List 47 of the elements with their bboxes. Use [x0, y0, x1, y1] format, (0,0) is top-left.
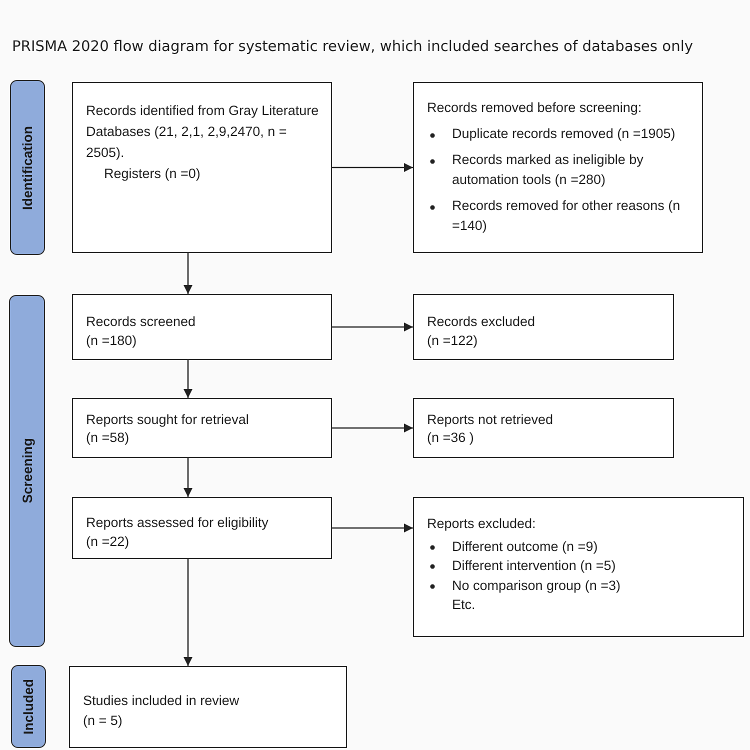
process-box — [69, 666, 347, 748]
phase-label: Included — [21, 678, 36, 734]
list-note: Etc. — [451, 596, 476, 614]
phase-label: Screening — [20, 438, 34, 504]
list-item: Records marked as ineligible by automation tools (n =280) — [452, 151, 644, 189]
box-heading: Reports not retrieved — [427, 411, 554, 429]
process-box — [72, 497, 332, 559]
arrow — [184, 458, 192, 497]
process-box — [72, 294, 332, 360]
process-box — [413, 497, 744, 637]
list-item: No comparison group (n =3) — [452, 576, 620, 595]
arrow — [332, 163, 413, 172]
count-text: (n =58) — [86, 429, 130, 447]
box-heading: Records identified from Gray Literature Databases (21, 2,1, 2,9,2470, n = 2505). — [86, 102, 320, 162]
box-heading: Reports sought for retrieval — [86, 411, 250, 429]
process-box — [72, 398, 332, 458]
phase-band — [10, 80, 45, 255]
list-item: Different intervention (n =5) — [452, 557, 616, 575]
process-box — [413, 82, 703, 253]
box-heading: Reports excluded: — [427, 515, 537, 533]
list-item: Duplicate records removed (n =1905) — [452, 125, 676, 143]
count-text: (n =180) — [86, 332, 138, 350]
arrow — [332, 424, 413, 432]
arrow — [184, 559, 192, 666]
box-heading: Studies included in review — [83, 692, 240, 710]
count-text: Registers (n =0) — [103, 165, 202, 183]
count-text: (n = 5) — [83, 712, 124, 730]
count-text: (n =122) — [427, 332, 479, 350]
arrow — [184, 253, 192, 294]
phase-band — [9, 295, 45, 647]
phase-label: Identification — [20, 126, 35, 210]
box-heading: Records screened — [86, 313, 197, 331]
phase-band — [11, 665, 46, 748]
process-box — [72, 82, 332, 253]
count-text: (n =36 ) — [427, 429, 475, 447]
arrow — [332, 322, 413, 332]
diagram-title: PRISMA 2020 flow diagram for systematic review, which included searches of databases only — [12, 38, 694, 55]
count-text: (n =22) — [86, 533, 130, 551]
box-heading: Reports assessed for eligibility — [86, 514, 270, 532]
list-item: Different outcome (n =9) — [452, 538, 598, 556]
process-box — [413, 398, 674, 458]
box-heading: Records excluded — [427, 313, 536, 331]
list-item: Records removed for other reasons (n =140) — [452, 197, 682, 235]
box-heading: Records removed before screening: — [427, 99, 643, 117]
arrow — [184, 360, 192, 398]
process-box — [413, 294, 674, 360]
arrow — [332, 524, 413, 532]
